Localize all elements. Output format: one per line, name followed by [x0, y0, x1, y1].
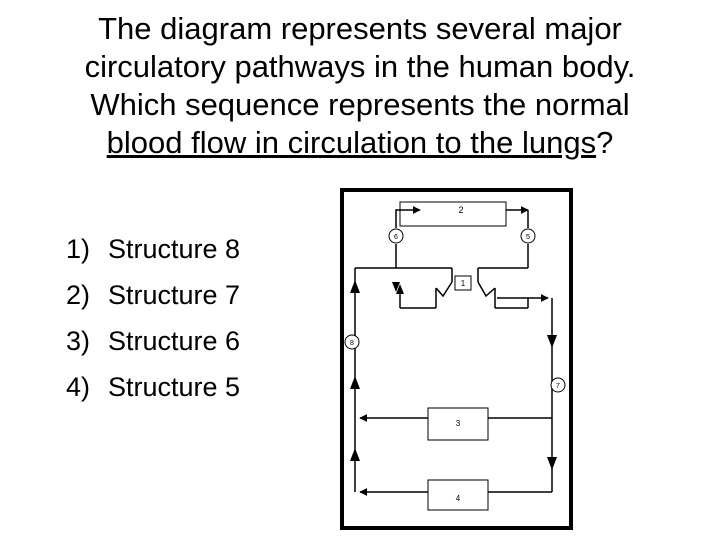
structure-2-label: 2: [458, 205, 463, 215]
arrowhead-up-left: [396, 284, 404, 294]
structure-4-label: 4: [456, 494, 461, 503]
answer-choices: 1) Structure 8 2) Structure 7 3) Structure …: [66, 226, 240, 410]
arrowhead-down-left: [392, 282, 400, 292]
arrowhead-left-1: [350, 280, 360, 293]
valve-left: [435, 281, 453, 298]
arrowhead-right-1: [547, 335, 557, 348]
structure-1-box: [454, 275, 472, 291]
question-text: The diagram represents several major cir…: [0, 10, 720, 162]
question-line-2: circulatory pathways in the human body.: [84, 49, 636, 84]
choice-number: 2): [66, 280, 91, 310]
circulatory-diagram: 2 6 5 1 8 7 3 4: [340, 188, 573, 530]
arrowhead-left-2: [350, 376, 360, 389]
choice-2[interactable]: 2) Structure 7: [66, 272, 240, 318]
choice-number: 3): [66, 326, 91, 356]
structure-3-label: 3: [456, 419, 461, 428]
structure-7-node: [550, 377, 566, 393]
structure-5-node: [520, 228, 536, 244]
choice-4[interactable]: 4) Structure 5: [66, 364, 240, 410]
structure-4-box: [427, 479, 489, 511]
question-underlined-phrase: blood flow in circulation to the lungs: [106, 125, 597, 160]
structure-7-label: 7: [556, 383, 560, 390]
valve-right: [477, 281, 496, 298]
question-line-3: Which sequence represents the normal: [90, 87, 630, 122]
arrowhead-right-2: [547, 457, 557, 470]
question-mark: ?: [596, 125, 614, 160]
question-line-4: blood flow in circulation to the lungs?: [0, 124, 720, 162]
structure-1-label: 1: [461, 279, 466, 288]
structure-5-label: 5: [526, 234, 530, 241]
structure-6-label: 6: [394, 234, 398, 241]
choice-number: 4): [66, 372, 91, 402]
question-line-1: The diagram represents several major: [98, 11, 622, 46]
structure-8-label: 8: [350, 340, 354, 347]
arrowhead-left-3: [350, 448, 360, 461]
choice-1[interactable]: 1) Structure 8: [66, 226, 240, 272]
choice-3[interactable]: 3) Structure 6: [66, 318, 240, 364]
diagram-frame: [340, 188, 573, 530]
structure-3-box: [427, 407, 489, 441]
choice-label: Structure 7: [108, 280, 241, 310]
choice-label: Structure 5: [108, 372, 241, 402]
structure-8-node: [344, 334, 360, 350]
vessel-6-to-2: [395, 209, 397, 228]
choice-label: Structure 8: [108, 234, 241, 264]
structure-6-node: [388, 228, 404, 244]
choice-number: 1): [66, 234, 91, 264]
choice-label: Structure 6: [108, 326, 241, 356]
structure-2-box: [399, 201, 507, 227]
